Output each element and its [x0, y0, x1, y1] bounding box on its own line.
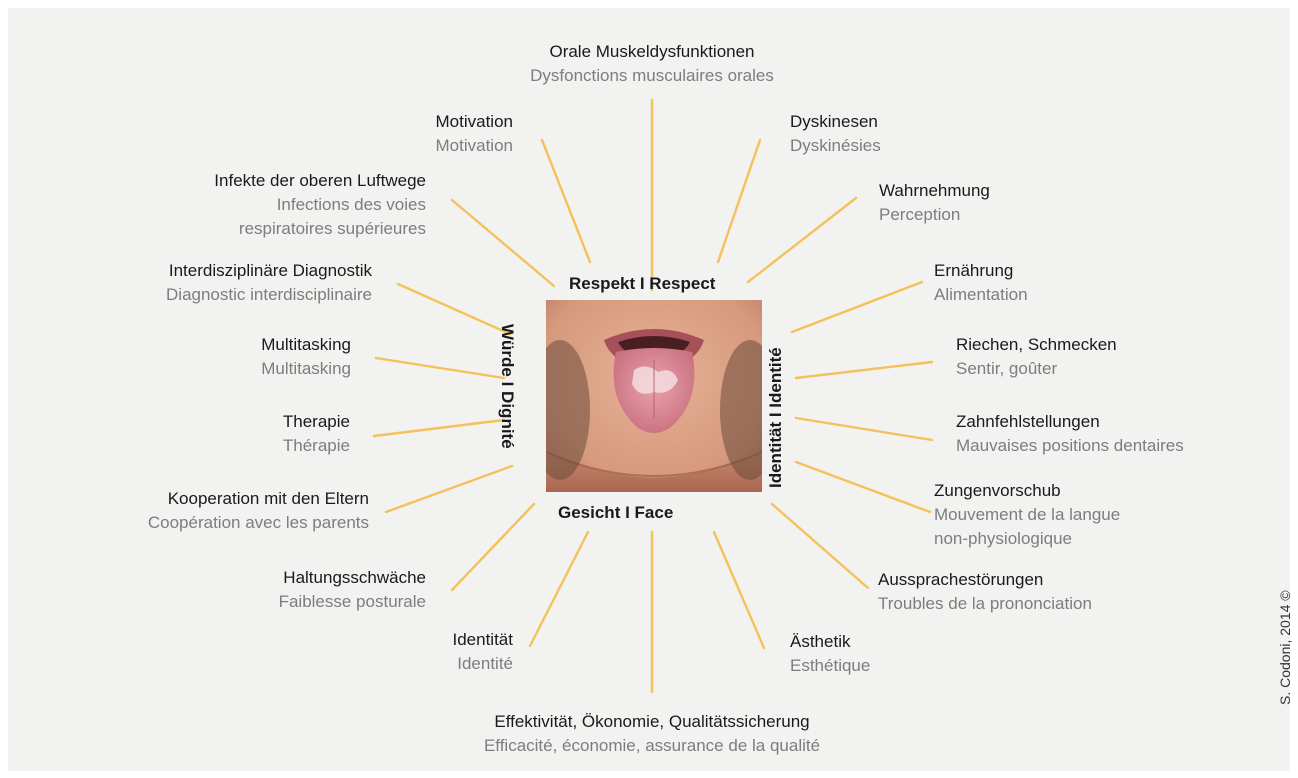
label-interdisziplinaer-de: Interdisziplinäre Diagnostik [52, 259, 372, 283]
label-haltung: Haltungsschwäche Faiblesse posturale [226, 566, 426, 614]
label-wahrnehmung-fr: Perception [879, 203, 990, 227]
label-effektiv: Effektivität, Ökonomie, Qualitätssicheru… [402, 710, 902, 758]
ray-interdisziplinaer [398, 284, 510, 334]
label-aussprache-fr: Troubles de la prononciation [878, 592, 1092, 616]
label-wahrnehmung: Wahrnehmung Perception [879, 179, 990, 227]
label-haltung-de: Haltungsschwäche [226, 566, 426, 590]
label-zahn-de: Zahnfehlstellungen [956, 410, 1184, 434]
ray-multitasking [376, 358, 504, 378]
label-zungen-fr2: non-physiologique [934, 527, 1120, 551]
label-identitaet-de: Identität [313, 628, 513, 652]
ray-riechen [796, 362, 932, 378]
label-infekte: Infekte der oberen Luftwege Infections d… [106, 169, 426, 241]
label-ernaehrung: Ernährung Alimentation [934, 259, 1028, 307]
label-aesthetik-fr: Esthétique [790, 654, 870, 678]
label-dyskinesen-fr: Dyskinésies [790, 134, 881, 158]
label-kooperation: Kooperation mit den Eltern Coopération a… [69, 487, 369, 535]
label-interdisziplinaer-fr: Diagnostic interdisciplinaire [52, 283, 372, 307]
label-riechen-fr: Sentir, goûter [956, 357, 1117, 381]
ray-wahrnehmung [748, 198, 856, 282]
label-motivation: Motivation Motivation [313, 110, 513, 158]
label-kooperation-fr: Coopération avec les parents [69, 511, 369, 535]
copyright-credit: S. Codoni, 2014 © [1277, 590, 1293, 705]
ray-identitaet [530, 532, 588, 646]
ray-aussprache [772, 504, 868, 588]
ray-dyskinesen [718, 140, 760, 262]
ray-zahn [796, 418, 932, 440]
label-infekte-de: Infekte der oberen Luftwege [106, 169, 426, 193]
label-aesthetik: Ästhetik Esthétique [790, 630, 870, 678]
label-riechen-de: Riechen, Schmecken [956, 333, 1117, 357]
label-zungen-fr: Mouvement de la langue [934, 503, 1120, 527]
label-ernaehrung-fr: Alimentation [934, 283, 1028, 307]
label-zungen-de: Zungenvorschub [934, 479, 1120, 503]
label-aussprache: Aussprachestörungen Troubles de la prono… [878, 568, 1092, 616]
label-haltung-fr: Faiblesse posturale [226, 590, 426, 614]
label-identitaet-fr: Identité [313, 652, 513, 676]
label-orale: Orale Muskeldysfunktionen Dysfonctions m… [452, 40, 852, 88]
face-tongue-photo [546, 300, 762, 492]
label-motivation-fr: Motivation [313, 134, 513, 158]
ray-aesthetik [714, 532, 764, 648]
label-zahn-fr: Mauvaises positions dentaires [956, 434, 1184, 458]
label-motivation-de: Motivation [313, 110, 513, 134]
ray-kooperation [386, 466, 512, 512]
ray-therapie [374, 420, 504, 436]
ray-haltung [452, 504, 534, 590]
ray-motivation [542, 140, 590, 262]
ray-ernaehrung [792, 282, 922, 332]
label-kooperation-de: Kooperation mit den Eltern [69, 487, 369, 511]
label-zungen: Zungenvorschub Mouvement de la langue no… [934, 479, 1120, 551]
label-orale-de: Orale Muskeldysfunktionen [452, 40, 852, 64]
label-identitaet: Identität Identité [313, 628, 513, 676]
label-infekte-fr2: respiratoires supérieures [106, 217, 426, 241]
label-ernaehrung-de: Ernährung [934, 259, 1028, 283]
label-therapie-fr: Thérapie [150, 434, 350, 458]
label-therapie: Therapie Thérapie [150, 410, 350, 458]
label-effektiv-fr: Efficacité, économie, assurance de la qu… [402, 734, 902, 758]
center-right-label: Identität I Identité [766, 347, 786, 488]
center-bottom-label: Gesicht I Face [558, 503, 673, 523]
label-multitasking: Multitasking Multitasking [151, 333, 351, 381]
label-infekte-fr: Infections des voies [106, 193, 426, 217]
label-dyskinesen: Dyskinesen Dyskinésies [790, 110, 881, 158]
center-top-label: Respekt I Respect [569, 274, 715, 294]
ray-infekte [452, 200, 554, 286]
label-zahn: Zahnfehlstellungen Mauvaises positions d… [956, 410, 1184, 458]
label-riechen: Riechen, Schmecken Sentir, goûter [956, 333, 1117, 381]
ray-zungen [796, 462, 930, 512]
label-aussprache-de: Aussprachestörungen [878, 568, 1092, 592]
label-multitasking-fr: Multitasking [151, 357, 351, 381]
label-wahrnehmung-de: Wahrnehmung [879, 179, 990, 203]
label-dyskinesen-de: Dyskinesen [790, 110, 881, 134]
label-multitasking-de: Multitasking [151, 333, 351, 357]
center-left-label: Würde I Dignité [497, 324, 517, 449]
label-interdisziplinaer: Interdisziplinäre Diagnostik Diagnostic … [52, 259, 372, 307]
label-therapie-de: Therapie [150, 410, 350, 434]
label-orale-fr: Dysfonctions musculaires orales [452, 64, 852, 88]
label-effektiv-de: Effektivität, Ökonomie, Qualitätssicheru… [402, 710, 902, 734]
label-aesthetik-de: Ästhetik [790, 630, 870, 654]
